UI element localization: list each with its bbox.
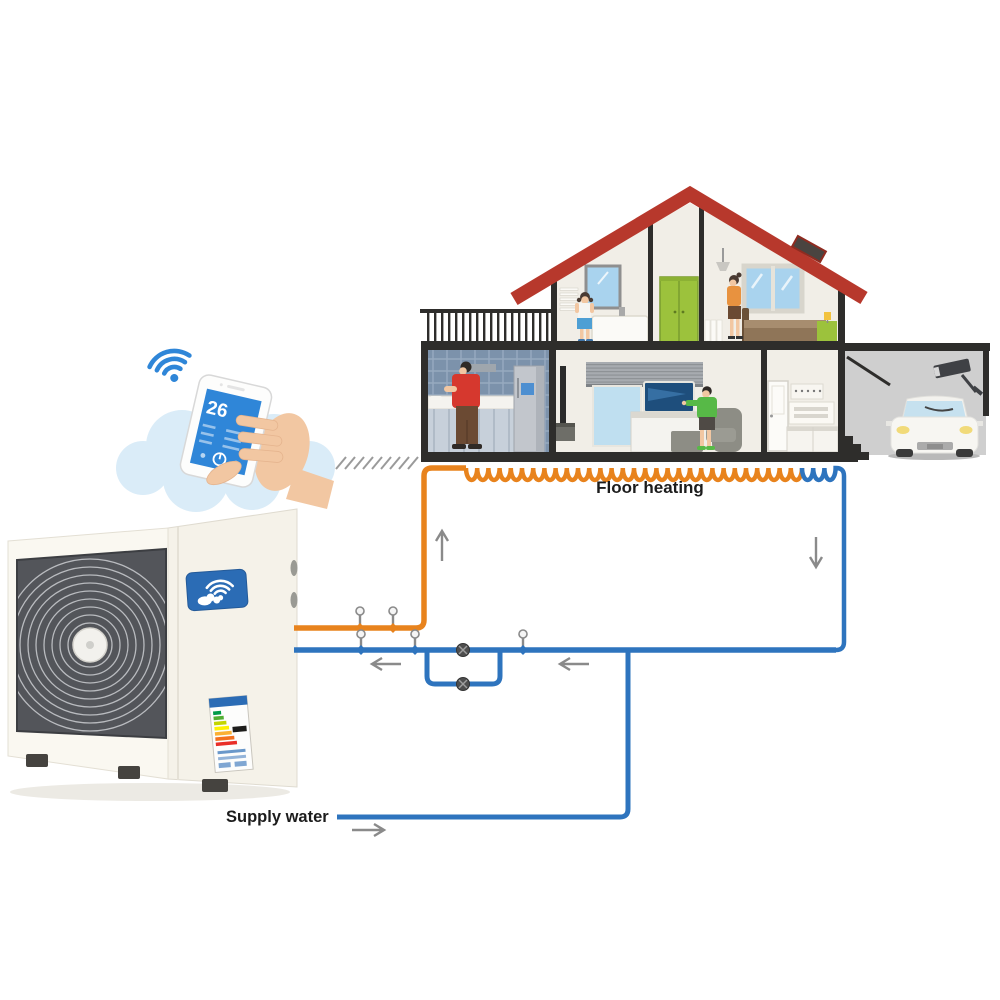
hallway-door xyxy=(767,380,789,452)
hall-drawers xyxy=(786,426,839,453)
supply-water-pipe xyxy=(337,650,631,820)
supply-water-label: Supply water xyxy=(226,808,329,826)
person-man-kitchen xyxy=(444,361,482,449)
roof xyxy=(510,185,868,306)
terrace xyxy=(420,309,552,342)
left-arrow-icon-2 xyxy=(557,656,589,672)
heat-pump-feet xyxy=(26,754,228,792)
garage xyxy=(843,343,990,460)
thumb xyxy=(206,460,242,486)
garage-roof-beam xyxy=(843,343,990,351)
shutter-panels xyxy=(704,319,723,343)
refrigerator xyxy=(513,365,545,453)
bed xyxy=(742,308,826,343)
power-icon xyxy=(212,452,227,467)
floor-coil-hot xyxy=(463,467,805,483)
sensor-fitting-cold-1 xyxy=(356,629,366,655)
wardrobe-room xyxy=(659,276,699,343)
cctv-camera-icon xyxy=(933,358,984,396)
temperature-readout: 26 xyxy=(204,397,229,422)
bathtub xyxy=(591,315,649,344)
hallway xyxy=(767,380,839,453)
kitchen xyxy=(427,350,549,453)
armchair xyxy=(706,408,742,452)
ground-hatch xyxy=(335,456,419,470)
floor-lamp xyxy=(553,366,575,441)
person-boy-livingroom xyxy=(681,386,717,450)
valve-main xyxy=(456,643,470,657)
garage-brace xyxy=(846,355,891,387)
heat-pump-unit xyxy=(7,508,298,801)
smartphone-in-hand: 26 xyxy=(116,348,335,512)
roof-band xyxy=(510,185,868,306)
house-structure xyxy=(421,202,858,462)
garage-right-post xyxy=(983,351,989,416)
fan-grille xyxy=(16,547,167,740)
person-woman-bedroom xyxy=(727,272,743,339)
hand xyxy=(254,413,334,509)
sensor-fitting-cold-3 xyxy=(518,629,528,655)
tv xyxy=(643,381,695,415)
footstool xyxy=(671,431,703,452)
sensor-fitting-hot-1 xyxy=(355,606,365,633)
garage-steps xyxy=(845,436,869,460)
railing-posts xyxy=(423,313,551,342)
wifi-cloud-badge-icon xyxy=(185,568,249,612)
wifi-icon xyxy=(147,348,192,382)
shoe-cabinet xyxy=(788,401,835,425)
railing-top-rail xyxy=(420,309,552,313)
floor-heating-label: Floor heating xyxy=(596,478,704,497)
sensor-fitting-hot-2 xyxy=(388,606,398,633)
house xyxy=(335,185,990,470)
pipe-ports xyxy=(290,560,298,608)
hot-water-pipe xyxy=(294,465,466,631)
car xyxy=(886,395,983,460)
person-girl-bathroom xyxy=(575,292,594,343)
skylight xyxy=(790,234,828,264)
valve-bypass xyxy=(456,677,470,691)
wall-handle xyxy=(430,396,442,400)
down-arrow-icon xyxy=(808,537,824,570)
bedroom xyxy=(704,248,837,343)
nightstand xyxy=(817,312,837,343)
range-hood-shelf xyxy=(466,364,496,372)
fingers xyxy=(206,414,284,486)
living-room xyxy=(553,362,742,453)
pendant-lamp xyxy=(716,248,730,271)
piping xyxy=(294,465,847,838)
floor-coil-cold-return xyxy=(799,465,847,653)
energy-efficiency-label xyxy=(208,694,254,774)
right-arrow-icon xyxy=(352,822,387,838)
sensor-fitting-cold-2 xyxy=(410,629,420,655)
up-arrow-icon xyxy=(434,528,450,561)
left-arrow-icon xyxy=(369,656,401,672)
bath-faucet xyxy=(619,307,625,316)
